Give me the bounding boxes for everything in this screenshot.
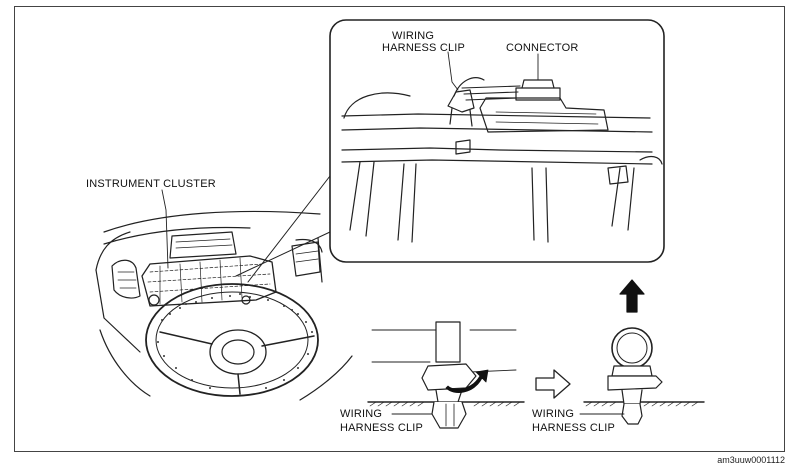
inset-clip-label-line1: WIRING: [392, 30, 435, 42]
zoom-inset: [329, 19, 665, 263]
right-clip-label-line1: WIRING: [532, 408, 575, 420]
clip-removal-steps: [367, 279, 705, 429]
connector-label: CONNECTOR: [506, 42, 579, 54]
inset-clip-label-line2: HARNESS CLIP: [382, 42, 466, 54]
left-clip-label-line1: WIRING: [340, 408, 383, 420]
ground-hatch: [369, 401, 699, 407]
wheel-texture: [157, 293, 313, 389]
right-clip-label-line2: HARNESS CLIP: [532, 422, 616, 434]
instrument-cluster-label: INSTRUMENT CLUSTER: [86, 178, 216, 190]
figure-code: am3uuw0001112: [717, 455, 785, 465]
left-clip-label-line2: HARNESS CLIP: [340, 422, 424, 434]
dashboard-scene: [95, 175, 353, 401]
figure-frame: [14, 6, 785, 452]
